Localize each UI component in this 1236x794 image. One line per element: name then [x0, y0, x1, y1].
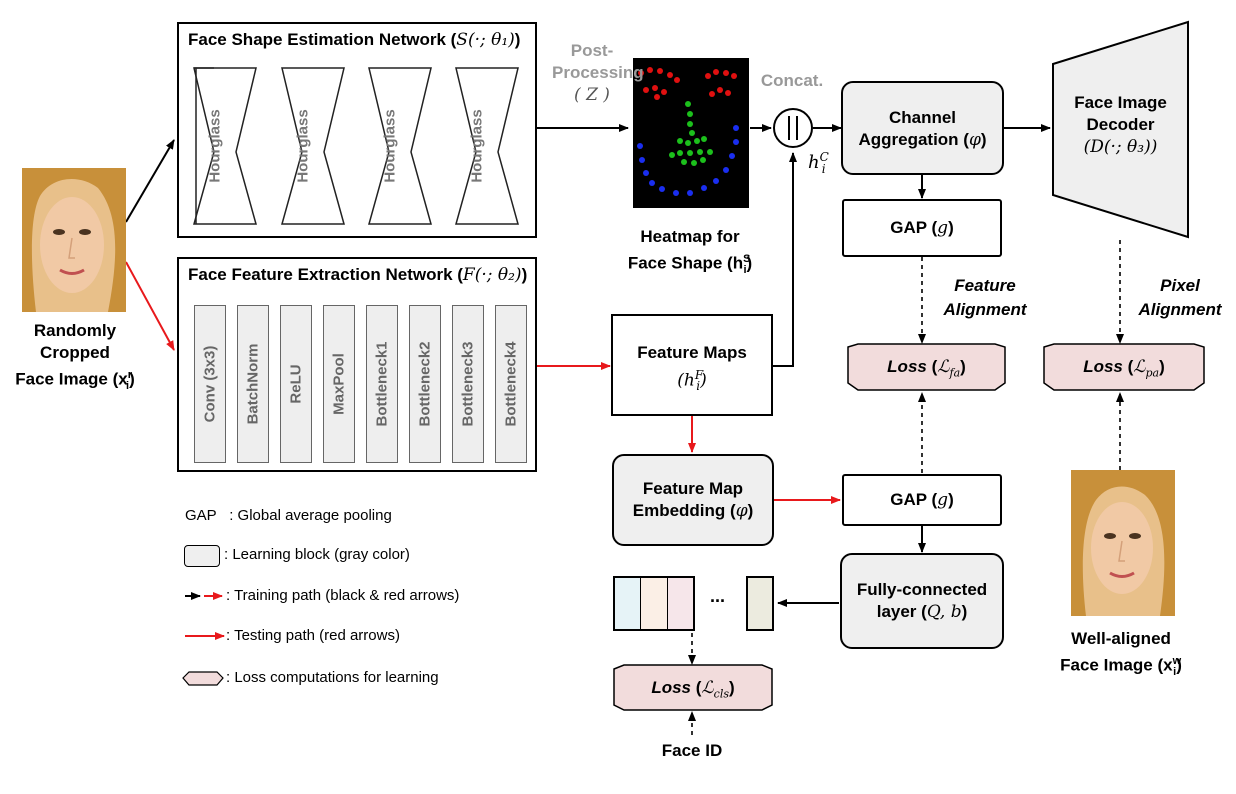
maxpool-block: MaxPool	[323, 305, 355, 463]
hourglass-strip	[193, 67, 519, 225]
hourglass-block: Hourglass	[294, 109, 312, 183]
shape-network-math: S(·; θ₁)	[456, 30, 515, 50]
aligned-face-caption: Well-aligned Face Image (xwi)	[1060, 629, 1182, 679]
arrow-input-to-shape	[125, 139, 175, 223]
gap-bottom-block: GAP (g)	[842, 474, 1002, 526]
batchnorm-block: BatchNorm	[237, 305, 269, 463]
legend-loss-icon	[182, 671, 224, 686]
hourglass-block: Hourglass	[468, 109, 486, 183]
feature-alignment-label: Feature Alignment	[943, 276, 1027, 319]
face-shape-network: Face Shape Estimation Network (S(·; θ₁))…	[177, 22, 537, 238]
decoder-shape	[1052, 20, 1189, 239]
loss-pa-label: Loss (ℒpa)	[1083, 357, 1165, 380]
vector-cell	[641, 578, 668, 629]
legend-training: : Training path (black & red arrows)	[226, 587, 460, 604]
arrow-input-to-feature	[125, 261, 175, 351]
post-processing-label: Post- Processing ( Z )	[552, 41, 644, 105]
shape-network-title: Face Shape Estimation Network (	[188, 30, 457, 49]
legend-gap: GAP : Global average pooling	[185, 507, 392, 524]
legend-block-icon	[184, 545, 220, 567]
hourglass-block: Hourglass	[206, 109, 224, 183]
vector-cell	[667, 578, 693, 629]
vector-ellipsis: ...	[710, 586, 726, 606]
conv-block: Conv (3x3)	[194, 305, 226, 463]
feature-maps-block: Feature Maps (hFi)	[611, 314, 773, 416]
loss-cls-shape	[613, 664, 773, 711]
vector-cell	[615, 578, 642, 629]
bottleneck3-block: Bottleneck3	[452, 305, 484, 463]
random-face-caption: Randomly Cropped Face Image (xri)	[15, 321, 135, 393]
arrow-maps-to-concat	[773, 152, 797, 367]
decoder-label: Face Image Decoder (D(·; θ₃))	[1074, 93, 1167, 157]
vector-cell-last	[746, 576, 774, 631]
aligned-face-image	[1071, 470, 1175, 616]
bottleneck4-block: Bottleneck4	[495, 305, 527, 463]
feature-map-embedding-block: Feature Map Embedding (φ)	[612, 454, 774, 546]
loss-cls-label: Loss (ℒcls)	[651, 678, 735, 701]
logit-vector	[613, 576, 695, 631]
heatmap-caption: Heatmap for Face Shape (hSi)	[627, 227, 753, 277]
legend-testing: : Testing path (red arrows)	[226, 627, 400, 644]
fully-connected-block: Fully-connected layer (Q, b)	[840, 553, 1004, 649]
feature-network-title: Face Feature Extraction Network (	[188, 265, 463, 284]
relu-block: ReLU	[280, 305, 312, 463]
concat-label: Concat.	[760, 71, 824, 90]
bottleneck2-block: Bottleneck2	[409, 305, 441, 463]
pixel-alignment-label: Pixel Alignment	[1138, 276, 1222, 319]
hourglass-block: Hourglass	[381, 109, 399, 183]
random-face-image	[22, 168, 126, 312]
heatmap-image	[633, 58, 749, 208]
concat-output-label: hCi	[808, 150, 829, 176]
concat-node	[773, 108, 813, 148]
loss-fa-shape	[847, 343, 1006, 391]
legend-block: : Learning block (gray color)	[224, 546, 410, 563]
loss-fa-label: Loss (ℒfa)	[887, 357, 966, 380]
legend-loss: : Loss computations for learning	[226, 669, 439, 686]
bottleneck1-block: Bottleneck1	[366, 305, 398, 463]
face-id-label: Face ID	[661, 741, 723, 760]
gap-top-block: GAP (g)	[842, 199, 1002, 257]
feature-network-math: F(·; θ₂)	[462, 265, 522, 285]
face-feature-network: Face Feature Extraction Network (F(·; θ₂…	[177, 257, 537, 472]
loss-pa-shape	[1043, 343, 1205, 391]
channel-aggregation-block: Channel Aggregation (φ)	[841, 81, 1004, 175]
